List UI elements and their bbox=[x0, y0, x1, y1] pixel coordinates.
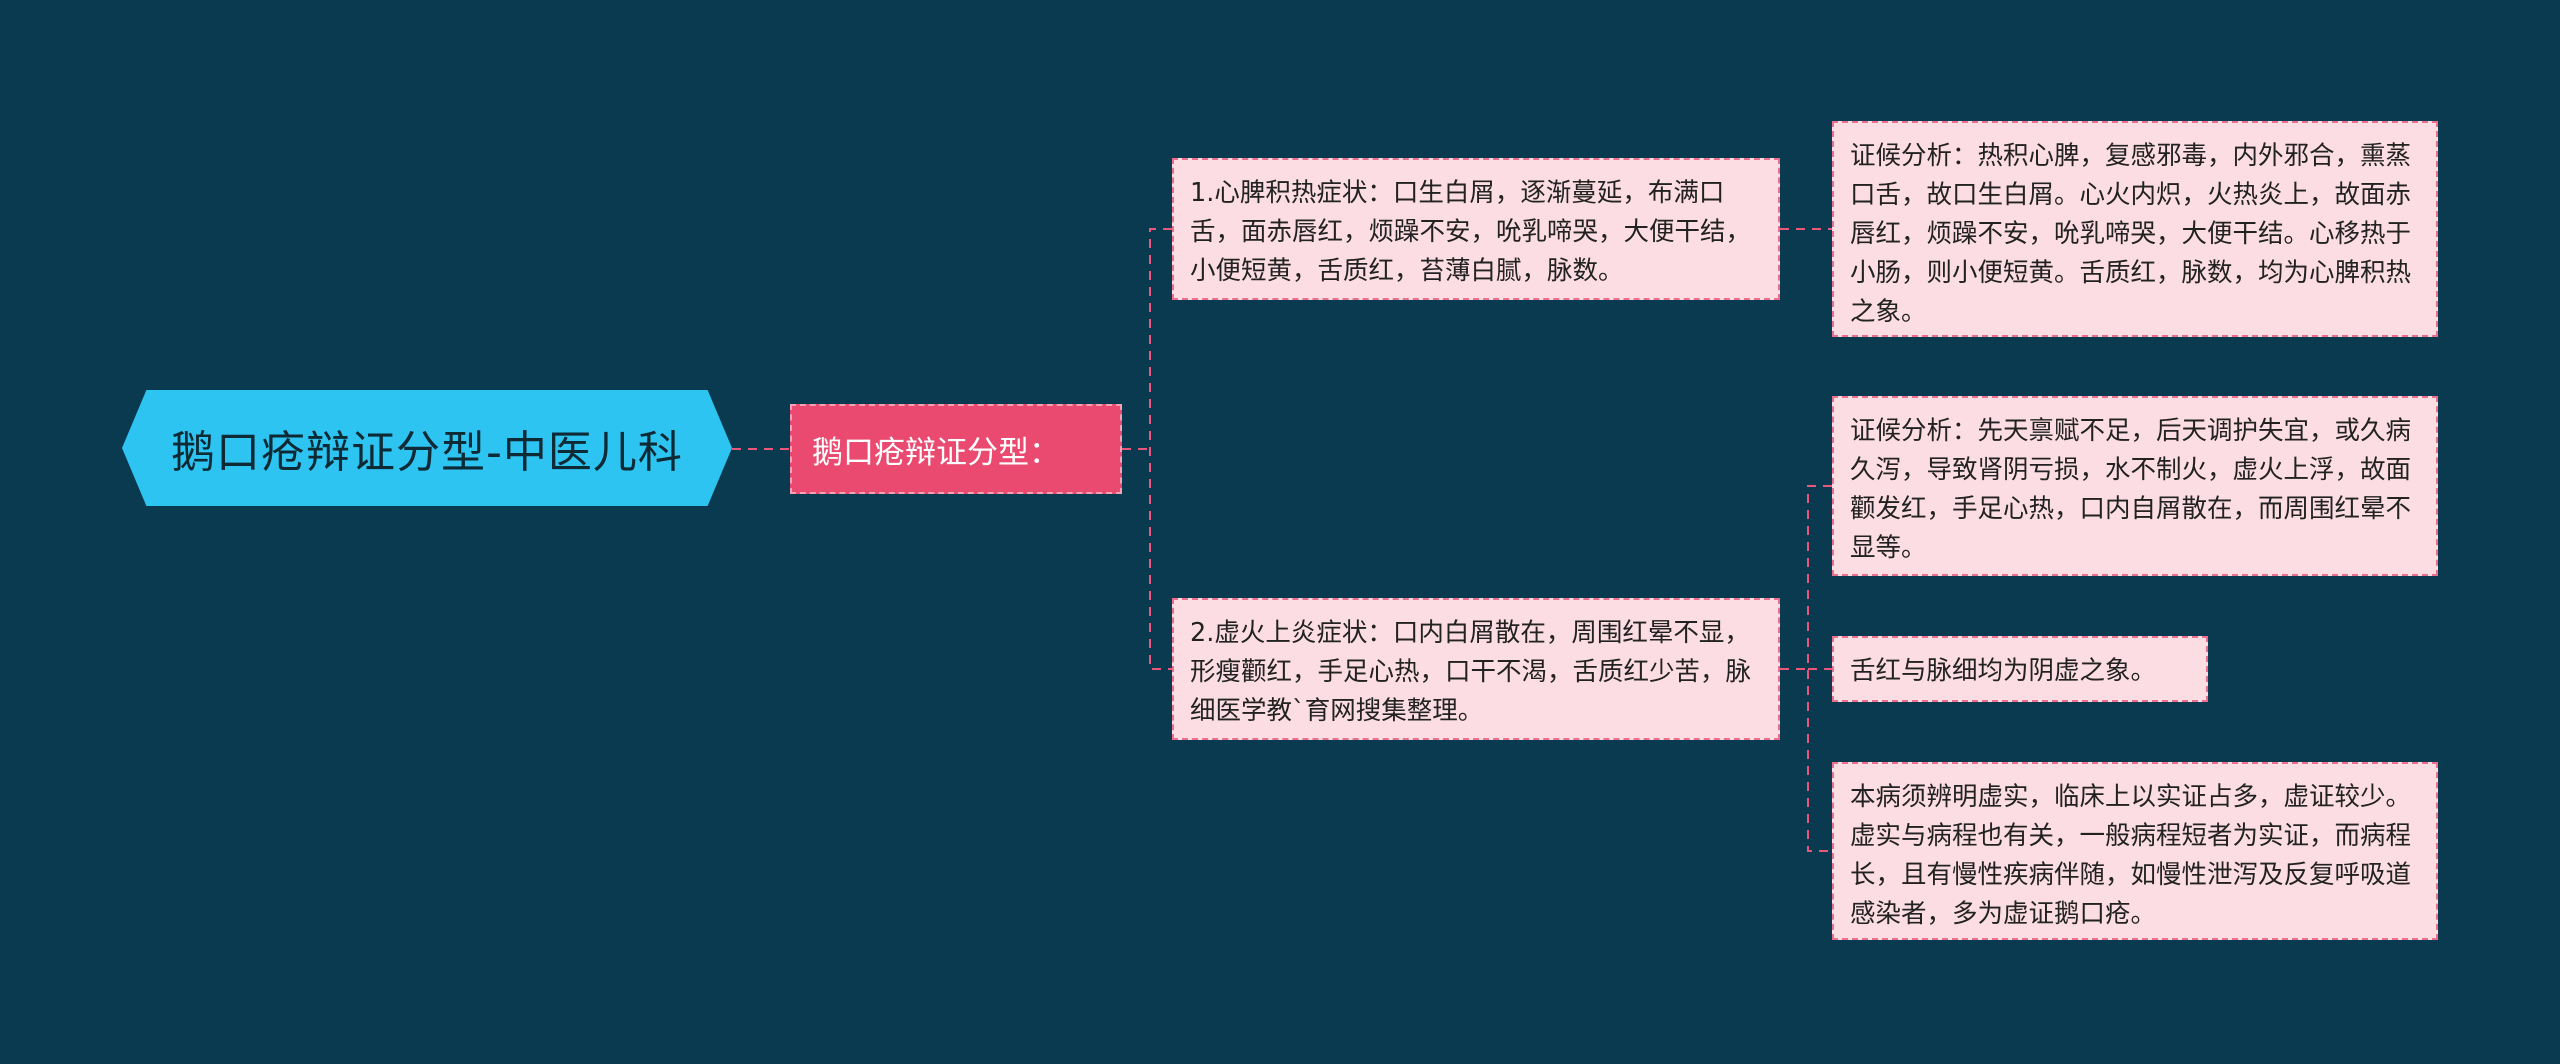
link-branch2-children bbox=[1807, 485, 1832, 852]
branch2-note-text: 本病须辨明虚实，临床上以实证占多，虚证较少。虚实与病程也有关，一般病程短者为实证… bbox=[1850, 782, 2412, 929]
branch2-tongue-text: 舌红与脉细均为阴虚之象。 bbox=[1850, 656, 2157, 686]
root-title: 鹅口疮辩证分型-中医儿科 bbox=[171, 427, 683, 478]
branch1-analysis-card[interactable]: 证候分析：热积心脾，复感邪毒，内外邪合，熏蒸口舌，故口生白屑。心火内炽，火热炎上… bbox=[1832, 121, 2438, 337]
branch2-note-card[interactable]: 本病须辨明虚实，临床上以实证占多，虚证较少。虚实与病程也有关，一般病程短者为实证… bbox=[1832, 762, 2438, 940]
link-level1-branches bbox=[1149, 228, 1172, 670]
branch2-tongue-card[interactable]: 舌红与脉细均为阴虚之象。 bbox=[1832, 636, 2208, 702]
branch2-symptom-text: 2.虚火上炎症状：口内白屑散在，周围红晕不显，形瘦颧红，手足心热，口干不渴，舌质… bbox=[1190, 618, 1752, 726]
level1-node[interactable]: 鹅口疮辩证分型： bbox=[790, 404, 1122, 494]
branch2-symptom-card[interactable]: 2.虚火上炎症状：口内白屑散在，周围红晕不显，形瘦颧红，手足心热，口干不渴，舌质… bbox=[1172, 598, 1780, 740]
branch2-analysis-card[interactable]: 证候分析：先天禀赋不足，后天调护失宜，或久病久泻，导致肾阴亏损，水不制火，虚火上… bbox=[1832, 396, 2438, 576]
root-node[interactable]: 鹅口疮辩证分型-中医儿科 bbox=[122, 390, 732, 506]
branch1-symptom-text: 1.心脾积热症状：口生白屑，逐渐蔓延，布满口舌，面赤唇红，烦躁不安，吮乳啼哭，大… bbox=[1190, 178, 1752, 286]
branch1-analysis-text: 证候分析：热积心脾，复感邪毒，内外邪合，熏蒸口舌，故口生白屑。心火内炽，火热炎上… bbox=[1850, 141, 2412, 327]
branch2-analysis-text: 证候分析：先天禀赋不足，后天调护失宜，或久病久泻，导致肾阴亏损，水不制火，虚火上… bbox=[1850, 416, 2412, 563]
branch1-symptom-card[interactable]: 1.心脾积热症状：口生白屑，逐渐蔓延，布满口舌，面赤唇红，烦躁不安，吮乳啼哭，大… bbox=[1172, 158, 1780, 300]
level1-label: 鹅口疮辩证分型： bbox=[812, 434, 1060, 471]
